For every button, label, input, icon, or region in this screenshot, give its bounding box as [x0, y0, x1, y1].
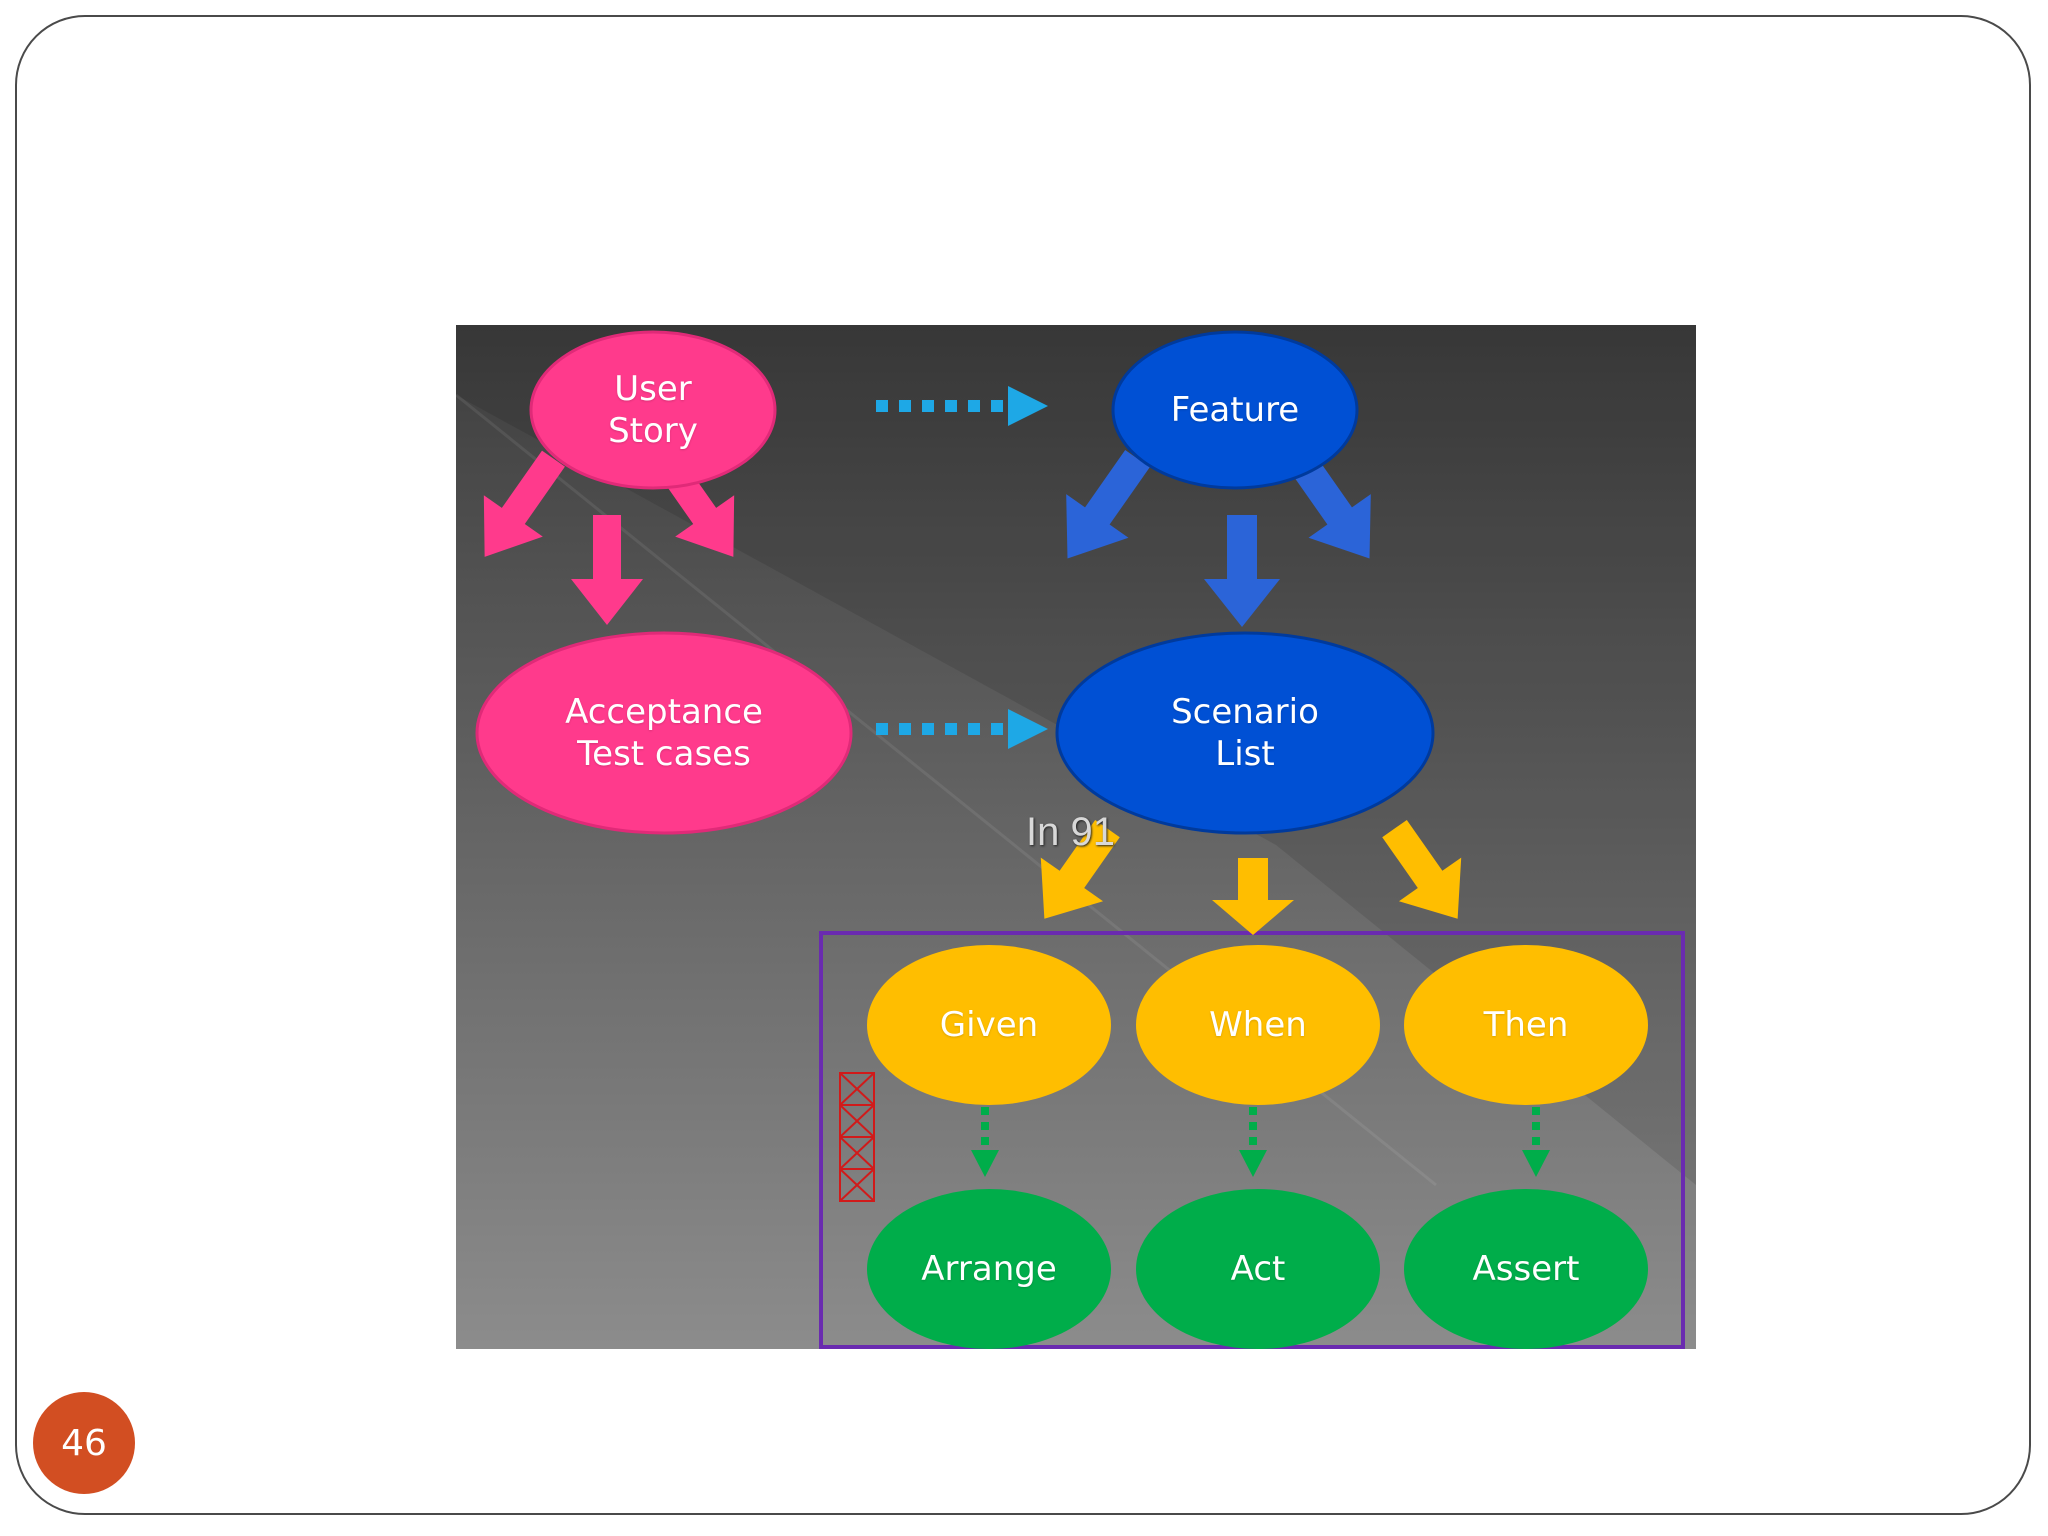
arrange-node [867, 1189, 1111, 1349]
acceptance-to-scenario-arrow [876, 709, 1048, 749]
page-number-badge: 46 [33, 1392, 135, 1494]
user-story-to-feature-arrow [876, 386, 1048, 426]
when-node [1136, 945, 1380, 1105]
assert-node [1404, 1189, 1648, 1349]
broken-image-icons [839, 1072, 875, 1202]
then-node [1404, 945, 1648, 1105]
yellow-down-arrows [1040, 820, 1462, 935]
when-label: When [1209, 1005, 1307, 1045]
acceptance-label: Acceptance Test cases [565, 692, 763, 774]
given-label: Given [939, 1005, 1039, 1045]
bdd-flow-diagram: User Story Feature Acceptance Test cases… [456, 325, 1696, 1349]
diagram-canvas [456, 325, 1696, 1349]
overlay-text: In 91 [1026, 810, 1115, 854]
background-shade [456, 325, 1696, 1185]
scenario-node [1055, 631, 1435, 835]
then-label: Then [1483, 1005, 1569, 1045]
given-node [867, 945, 1111, 1105]
feature-label: Feature [1170, 390, 1300, 430]
assert-label: Assert [1472, 1249, 1580, 1289]
user-story-node [529, 330, 777, 490]
acceptance-node [475, 631, 853, 835]
user-story-label: User Story [608, 369, 698, 451]
feature-node [1111, 330, 1359, 490]
green-down-arrows [971, 1107, 1550, 1177]
act-label: Act [1230, 1249, 1286, 1289]
blue-down-arrows [1066, 450, 1371, 627]
scenario-label: Scenario List [1171, 692, 1319, 774]
diagram-background [456, 325, 1696, 1349]
act-node [1136, 1189, 1380, 1349]
arrange-label: Arrange [921, 1249, 1057, 1289]
